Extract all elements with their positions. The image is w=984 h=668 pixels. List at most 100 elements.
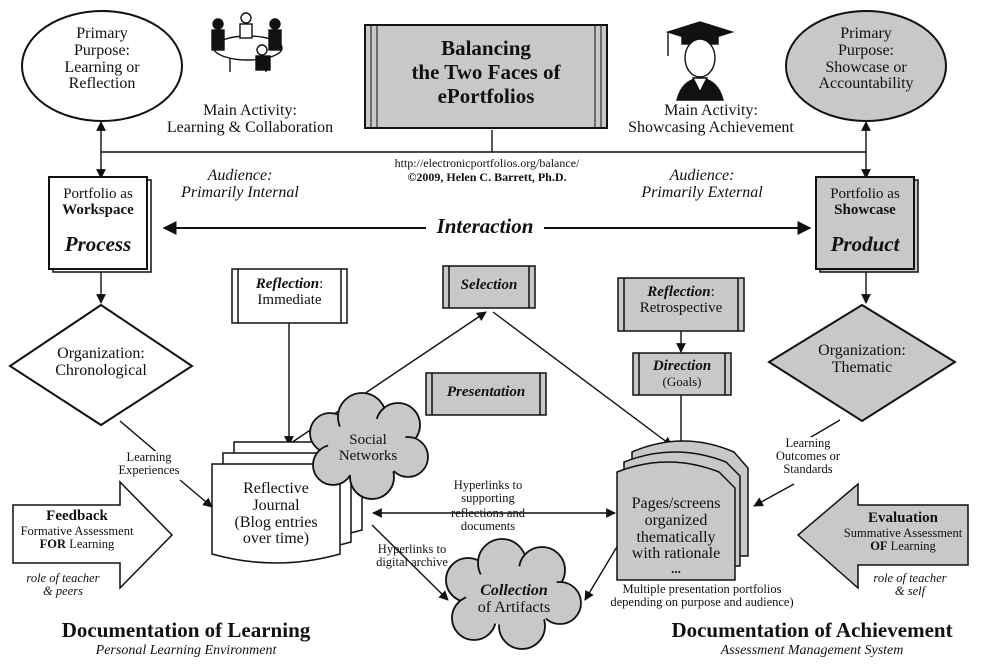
pages-line3: thematically <box>636 528 716 546</box>
collection-bold: Collection <box>480 582 548 599</box>
pages-ellipsis: ... <box>671 561 681 577</box>
purpose-showcase-line1: Primary <box>840 25 892 42</box>
assessment-management-system: Assessment Management System <box>720 643 904 658</box>
product-label: Product <box>830 231 900 256</box>
activity-showcase-line2: Showcasing Achievement <box>628 118 794 136</box>
selection-box <box>442 265 536 309</box>
hyperlinks-support-line3: reflections and <box>451 506 525 521</box>
documentation-learning: Documentation of Learning <box>61 618 311 642</box>
evaluation-text: Evaluation Summative Assessment OF Learn… <box>830 510 976 553</box>
direction-line2: (Goals) <box>662 373 702 389</box>
role-self-line1: role of teacher <box>873 571 947 585</box>
purpose-learning-ellipse <box>21 10 183 122</box>
evaluation-learning: Learning <box>887 538 936 553</box>
collection-text: Collection of Artifacts <box>462 582 566 617</box>
reflective-journal-text: Reflective Journal (Blog entries over ti… <box>212 480 340 548</box>
purpose-learning-text: Primary Purpose: Learning or Reflection <box>27 25 177 93</box>
evaluation-arrow <box>796 482 969 590</box>
audience-internal: Audience: Primarily Internal <box>160 167 320 202</box>
showcase-box <box>815 176 915 270</box>
reflection-retro-line2: Retrospective <box>639 299 723 316</box>
credit: http://electronicportfolios.org/balance/… <box>342 156 632 185</box>
selection-label: Selection <box>460 277 518 293</box>
role-self-line2: & self <box>894 584 926 599</box>
pages-document-shape <box>616 440 749 581</box>
learning-outcomes-line3: Standards <box>783 462 833 477</box>
role-peers-line1: role of teacher <box>26 571 100 585</box>
showcase-text: Portfolio as Showcase Product <box>816 186 914 256</box>
journal-line3: (Blog entries <box>234 513 318 531</box>
role-teacher-peers: role of teacher & peers <box>13 571 113 599</box>
workspace-line2: Workspace <box>62 201 134 218</box>
reflection-immediate-text: Reflection: Immediate <box>236 276 343 309</box>
diagram-title: Balancing the Two Faces of ePortfolios <box>375 36 597 108</box>
hyperlinks-archive-line1: Hyperlinks to <box>377 542 447 556</box>
purpose-learning-line4: Reflection <box>68 75 136 93</box>
reflection-retro-box <box>617 277 745 332</box>
activity-showcase-line1: Main Activity: <box>664 102 758 119</box>
title-line1: Balancing <box>441 36 531 60</box>
audience-external-line2: Primarily External <box>641 183 763 201</box>
presentation-label: Presentation <box>446 384 526 400</box>
audience-internal-line2: Primarily Internal <box>181 183 299 201</box>
learning-outcomes-line2: Outcomes or <box>775 449 841 464</box>
organization-thematic: Organization: Thematic <box>787 342 937 377</box>
evaluation-line1: Evaluation <box>867 510 939 526</box>
interaction-label: Interaction <box>436 214 534 238</box>
reflection-retro-colon: : <box>710 284 715 300</box>
reflection-retro-text: Reflection: Retrospective <box>622 284 740 317</box>
org-thematic-line1: Organization: <box>818 342 906 359</box>
learning-experiences-line2: Experiences <box>118 463 180 478</box>
pages-line4: with rationale <box>631 545 721 563</box>
audience-external: Audience: Primarily External <box>617 167 787 202</box>
purpose-showcase-line3: Showcase or <box>825 58 907 76</box>
pages-line2: organized <box>644 511 708 529</box>
feedback-for: FOR <box>39 536 67 551</box>
organization-chronological: Organization: Chronological <box>26 345 176 380</box>
audience-internal-line1: Audience: <box>207 167 273 184</box>
collection-line2: of Artifacts <box>477 598 551 616</box>
pages-line1: Pages/screens <box>631 495 721 512</box>
multiple-portfolios-note: Multiple presentation portfolios dependi… <box>587 582 817 610</box>
multiple-line2: depending on purpose and audience) <box>610 595 794 610</box>
purpose-showcase-text: Primary Purpose: Showcase or Accountabil… <box>791 25 941 93</box>
reflection-immediate-bold: Reflection <box>255 276 320 292</box>
showcase-line2: Showcase <box>834 201 896 218</box>
chronological-diamond <box>8 303 194 427</box>
main-activity-showcase: Main Activity: Showcasing Achievement <box>596 102 826 137</box>
evaluation-of: OF <box>870 538 888 553</box>
hyperlinks-support-line4: documents <box>460 519 516 534</box>
purpose-showcase-line2: Purpose: <box>838 41 894 59</box>
thematic-diamond <box>767 303 957 423</box>
social-networks-line1: Social <box>349 432 387 448</box>
journal-line4: over time) <box>242 530 310 548</box>
connector-lines <box>96 121 871 601</box>
journal-line2: Journal <box>252 496 300 514</box>
workspace-text: Portfolio as Workspace Process <box>49 186 147 254</box>
role-peers-line2: & peers <box>43 584 83 599</box>
social-networks-text: Social Networks <box>330 432 406 465</box>
evaluation-line2: Summative Assessment <box>843 525 963 540</box>
audience-external-line1: Audience: <box>669 167 735 184</box>
reflection-immediate-line2: Immediate <box>257 291 322 308</box>
title-line3: ePortfolios <box>437 84 535 109</box>
workspace-box <box>48 176 148 270</box>
activity-learning-line2: Learning & Collaboration <box>166 118 334 136</box>
feedback-arrow <box>12 480 174 590</box>
credit-author: ©2009, Helen C. Barrett, Ph.D. <box>407 170 567 185</box>
direction-box <box>632 352 732 396</box>
personal-learning-environment: Personal Learning Environment <box>95 643 277 658</box>
showcase-line1: Portfolio as <box>830 186 900 202</box>
journal-line1: Reflective <box>243 480 309 497</box>
learning-experiences-label: Learning Experiences <box>104 450 194 478</box>
feedback-line1: Feedback <box>46 508 108 524</box>
title-line2: the Two Faces of <box>411 60 561 85</box>
social-networks-line2: Networks <box>338 447 398 464</box>
main-activity-learning: Main Activity: Learning & Collaboration <box>135 102 365 137</box>
pages-text: Pages/screens organized thematically wit… <box>614 495 738 577</box>
purpose-learning-line3: Learning or <box>64 58 140 76</box>
hyperlinks-archive-line2: digital archive <box>376 555 448 570</box>
documentation-achievement: Documentation of Achievement <box>671 618 953 642</box>
org-thematic-line2: Thematic <box>831 358 893 376</box>
